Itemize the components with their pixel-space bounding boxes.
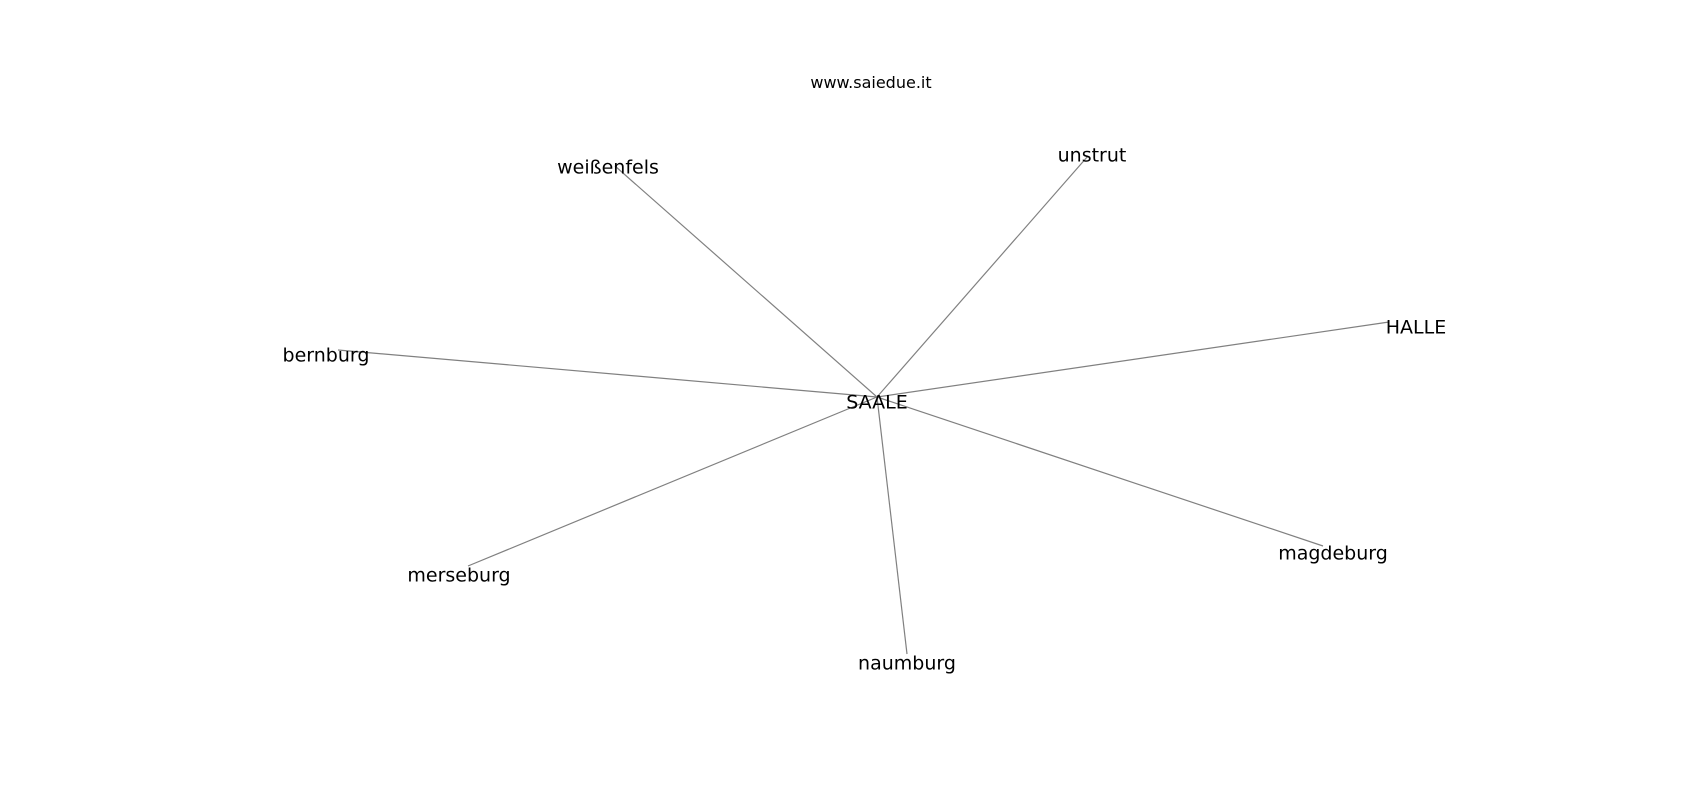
edge-saale-merseburg <box>467 396 878 567</box>
node-label-halle: HALLE <box>1386 317 1446 339</box>
edge-saale-magdeburg <box>876 396 1324 547</box>
node-label-unstrut: unstrut <box>1058 145 1127 167</box>
edge-saale-naumburg <box>876 396 908 655</box>
node-label-naumburg: naumburg <box>858 653 956 675</box>
node-label-magdeburg: magdeburg <box>1278 543 1388 565</box>
edge-saale-halle <box>876 321 1390 398</box>
edge-saale-bernburg <box>337 349 878 398</box>
node-label-weissenfels: weißenfels <box>557 157 659 179</box>
edges-layer <box>337 155 1390 655</box>
diagram-title: www.saiedue.it <box>810 73 931 92</box>
node-label-saale: SAALE <box>846 392 908 414</box>
edge-saale-weissenfels <box>614 165 878 398</box>
node-label-bernburg: bernburg <box>283 345 370 367</box>
edge-saale-unstrut <box>876 155 1089 398</box>
node-label-merseburg: merseburg <box>407 565 510 587</box>
